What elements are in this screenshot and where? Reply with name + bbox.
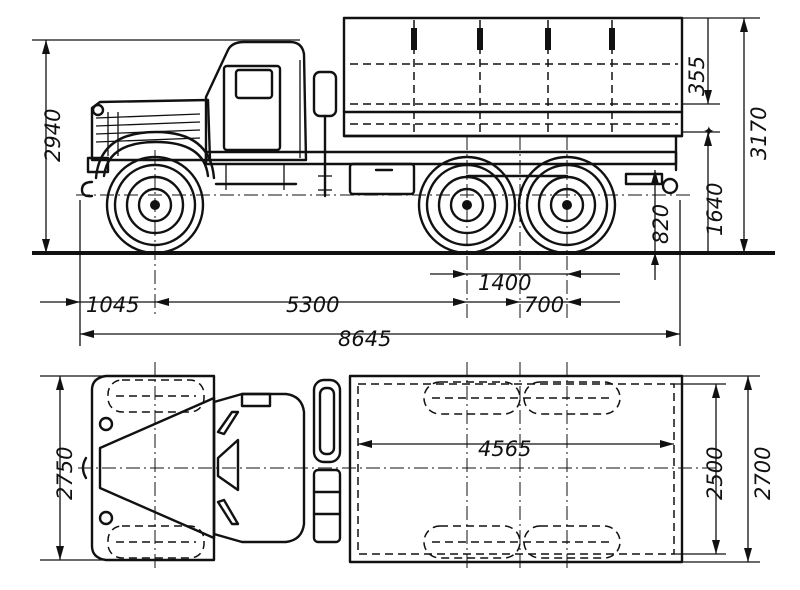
dim-5300: 5300 xyxy=(286,293,339,317)
top-view: 4565 2750 2500 2700 xyxy=(40,362,775,570)
rear-tow-hitch xyxy=(661,177,679,195)
dim-2750: 2750 xyxy=(53,447,77,500)
cargo-body-top xyxy=(348,374,684,564)
dim-2940: 2940 xyxy=(41,109,65,162)
radiator-grille xyxy=(95,112,201,156)
cab-window xyxy=(234,68,274,100)
cargo-body-inner xyxy=(357,383,675,555)
dimension-cross-marker: ✦ xyxy=(703,124,715,140)
cab-body xyxy=(204,40,308,162)
dim-820: 820 xyxy=(649,204,673,244)
hood-top xyxy=(98,396,216,540)
windshield-middle xyxy=(216,438,240,492)
dim-355: 355 xyxy=(685,56,709,96)
left-headlight-top xyxy=(98,416,114,432)
dim-1640: 1640 xyxy=(703,183,727,236)
dim-3170: 3170 xyxy=(747,107,771,160)
headlight xyxy=(91,103,105,117)
cab-door xyxy=(222,64,282,152)
dim-1400: 1400 xyxy=(478,271,531,295)
dim-1045: 1045 xyxy=(86,293,139,317)
rear-left-wheel-1 xyxy=(423,381,521,415)
windshield-left xyxy=(216,410,240,436)
front-fenders-outline xyxy=(90,374,216,562)
dim-2700: 2700 xyxy=(751,447,775,500)
right-headlight-top xyxy=(98,510,114,526)
tarp-straps xyxy=(411,20,615,132)
cab-roof xyxy=(212,392,306,544)
rear-bumper xyxy=(624,172,664,186)
spare-wheel-holder xyxy=(312,70,338,118)
front-fender-inner xyxy=(102,140,210,178)
hood xyxy=(90,98,212,162)
spare-wheel-bracket-top xyxy=(312,468,342,544)
cab-roof-vent xyxy=(240,392,272,408)
spare-wheel-top xyxy=(312,378,342,464)
dim-2500: 2500 xyxy=(703,447,727,500)
cargo-tarp xyxy=(342,16,684,138)
fuel-tank xyxy=(348,162,416,196)
front-left-wheel-top xyxy=(107,379,205,413)
dim-700: 700 xyxy=(524,293,564,317)
dim-4565: 4565 xyxy=(478,437,531,461)
windshield-right xyxy=(216,498,240,526)
rear-right-wheel-1 xyxy=(423,525,521,559)
dim-8645: 8645 xyxy=(338,327,391,351)
chassis-frame xyxy=(204,150,678,166)
front-bumper xyxy=(86,156,110,174)
front-right-wheel-top xyxy=(107,525,205,559)
front-hook-top xyxy=(81,456,88,480)
tow-hook xyxy=(80,180,94,198)
side-view: 2940 3170 355 ✦ 1640 820 1400 xyxy=(32,16,775,351)
